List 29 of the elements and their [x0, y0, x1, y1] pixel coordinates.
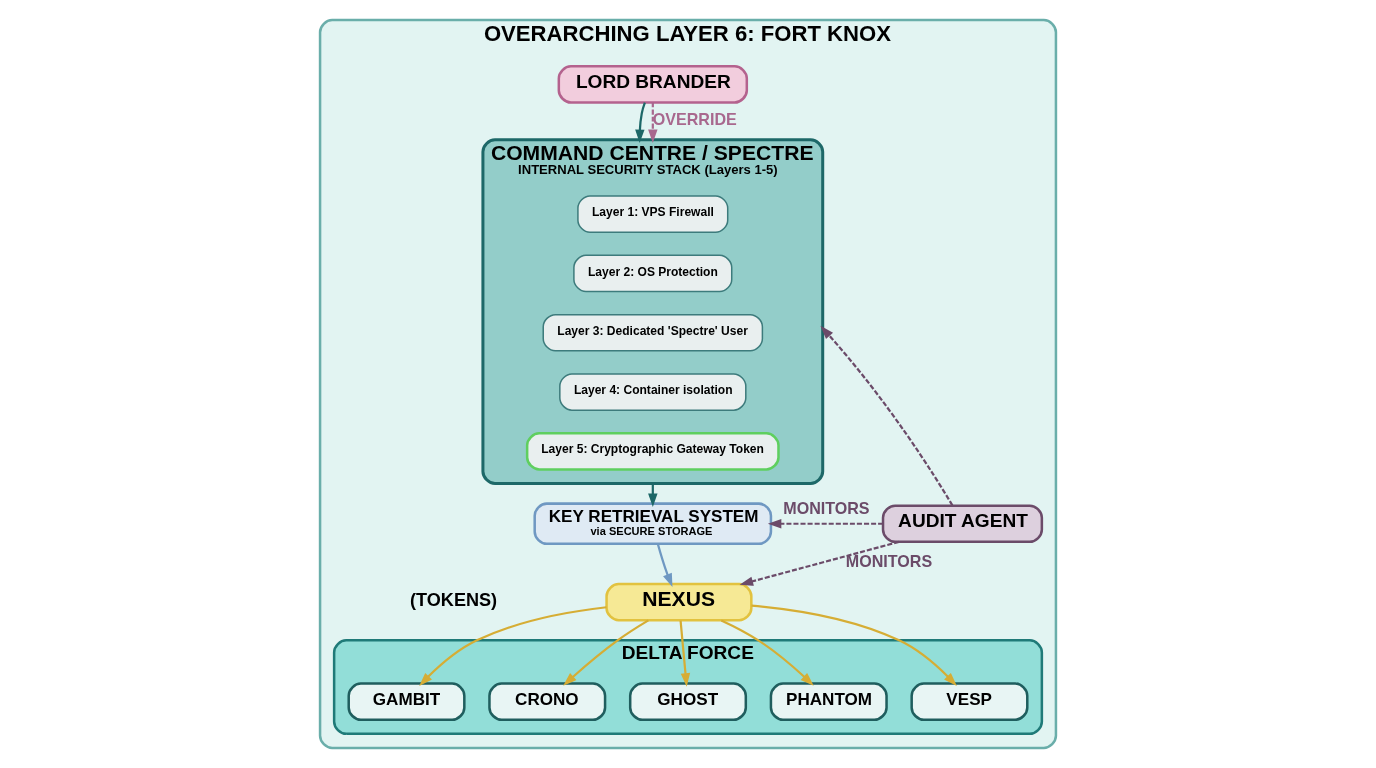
node-box: Layer 5: Cryptographic Gateway Token — [525, 432, 780, 471]
node-box: GHOST — [628, 682, 748, 722]
arrow — [820, 325, 954, 506]
node-box: GAMBIT — [347, 682, 466, 722]
node-box: Layer 2: OS Protection — [573, 254, 733, 293]
node-box: VESP — [910, 682, 1029, 722]
arrow — [656, 543, 673, 588]
label: (TOKENS) — [410, 589, 498, 610]
arrow — [720, 619, 814, 686]
arrow — [563, 619, 649, 686]
arrow — [767, 519, 883, 529]
node-box: PHANTOM — [769, 682, 888, 722]
arrow — [419, 606, 607, 686]
arrow — [679, 620, 691, 687]
edge-label: MONITORS — [783, 499, 870, 518]
arrow — [635, 102, 646, 144]
node-box: Layer 1: VPS Firewall — [577, 195, 729, 233]
arrow — [739, 540, 900, 586]
arrow — [648, 102, 658, 144]
node-box: AUDIT AGENT — [881, 504, 1044, 544]
edge-label: OVERRIDE — [652, 110, 737, 129]
node-box: LORD BRANDER — [557, 65, 749, 104]
node-box: Layer 3: Dedicated 'Spectre' User — [542, 313, 764, 352]
node-box: CRONO — [488, 682, 607, 722]
arrow — [751, 604, 957, 686]
node-box: KEY RETRIEVAL SYSTEM via SECURE STORAGE — [533, 502, 773, 546]
node-box: NEXUS — [605, 582, 753, 622]
edge-label: MONITORS — [845, 551, 933, 570]
node-box: Layer 4: Container isolation — [559, 373, 747, 411]
